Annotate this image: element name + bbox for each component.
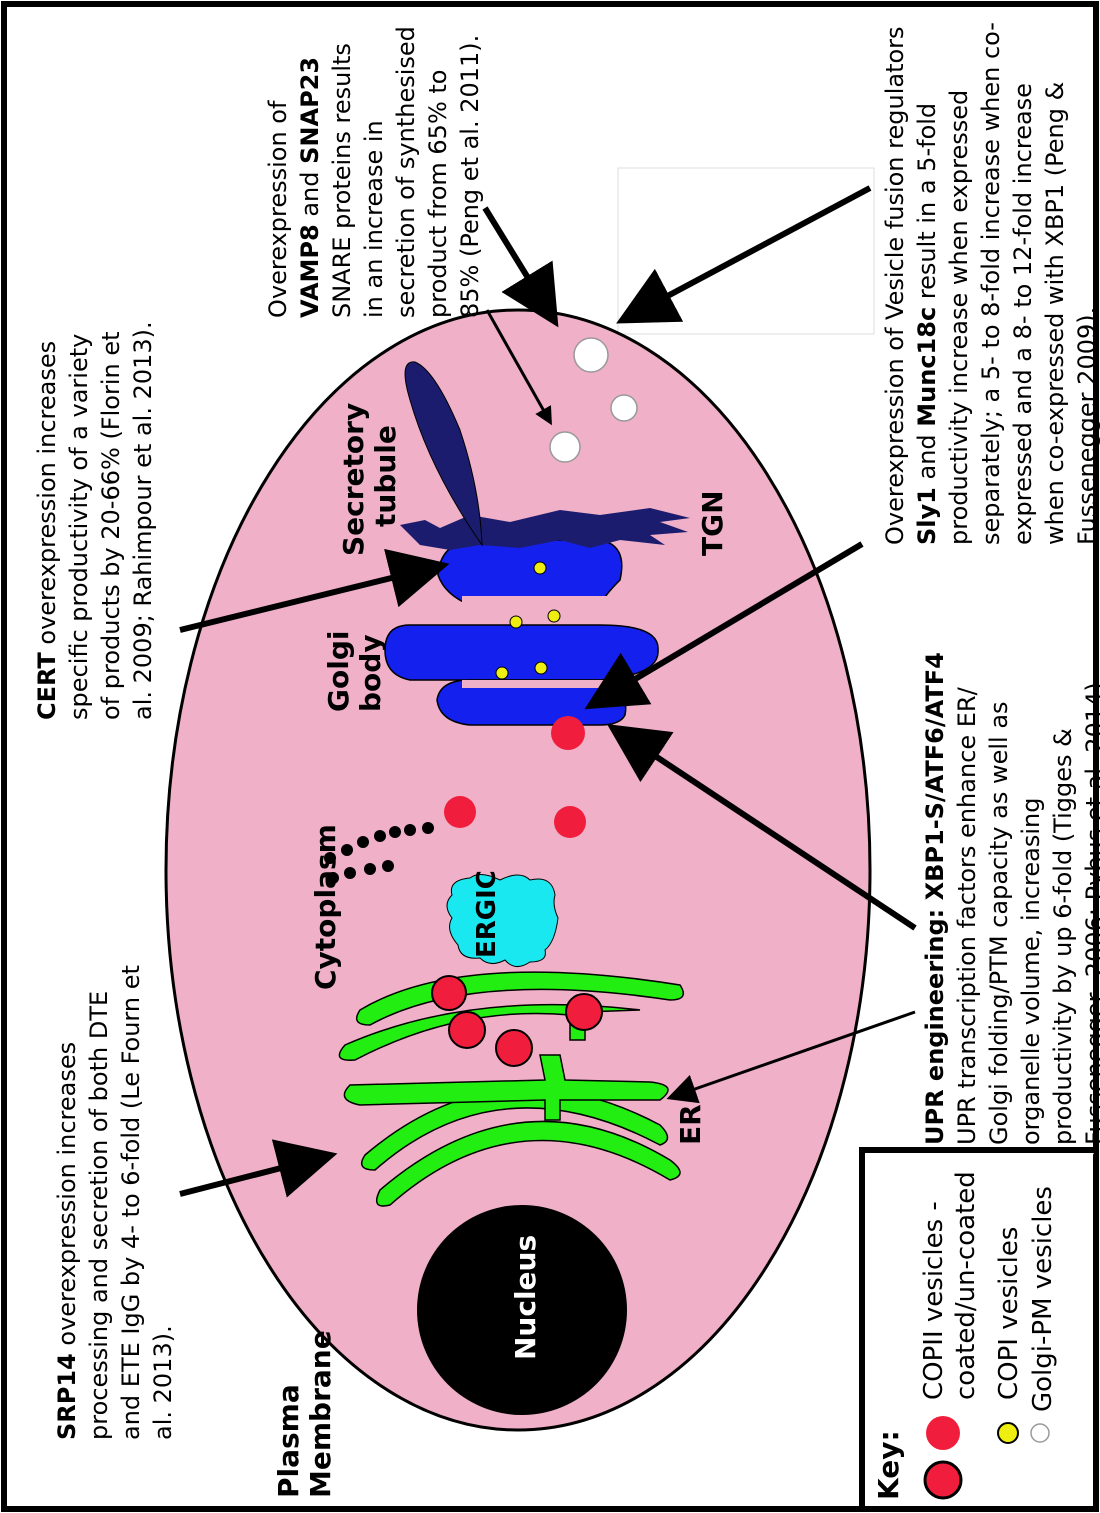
svg-text:Golgi folding/PTM capacity as: Golgi folding/PTM capacity as well as — [985, 701, 1013, 1145]
svg-text:productivity by up 6-fold (Tig: productivity by up 6-fold (Tigges & — [1049, 728, 1077, 1145]
svg-text:CERT overexpression increases: CERT overexpression increases — [33, 341, 61, 720]
key-swatch-golgi-pm — [1031, 1424, 1049, 1442]
svg-text:Overexpression of: Overexpression of — [264, 100, 292, 318]
svg-text:product from 65% to: product from 65% to — [424, 70, 452, 318]
annotation-cert: CERT overexpression increases specific p… — [33, 321, 157, 720]
svg-text:of products by 20-66% (Florin: of products by 20-66% (Florin et — [97, 331, 125, 720]
label-nucleus: Nucleus — [509, 1235, 542, 1360]
annotation-upr: UPR engineering: XBP1-S/ATF6/ATF4 UPR tr… — [921, 652, 1100, 1145]
key-swatch-copii-coated — [925, 1462, 961, 1498]
arrow-sly1-top — [632, 188, 870, 315]
svg-text:secretion of synthesised: secretion of synthesised — [392, 26, 420, 318]
key-title: Key: — [872, 1430, 905, 1500]
key-box: Key: COPII vesicles - coated/un-coated C… — [862, 1150, 1096, 1509]
label-ergic: ERGIC — [472, 870, 502, 958]
svg-text:productivity increase when exp: productivity increase when expressed — [945, 90, 973, 545]
label-tgn: TGN — [696, 490, 729, 556]
svg-text:VAMP8 and SNAP23: VAMP8 and SNAP23 — [296, 57, 324, 318]
svg-text:al. 2013).: al. 2013). — [149, 1325, 177, 1440]
golgi-gap-2 — [462, 680, 612, 688]
ergic-organelle — [447, 874, 558, 966]
svg-text:and ETE IgG by 4- to 6-fold (L: and ETE IgG by 4- to 6-fold (Le Fourn et — [117, 965, 145, 1440]
svg-text:specific productivity of a var: specific productivity of a variety — [65, 334, 93, 720]
label-plasma-membrane-2: Membrane — [304, 1330, 337, 1498]
annotation-srp14: SRP14 overexpression increases processin… — [53, 965, 177, 1440]
svg-text:expressed and a 8- to 12-fold: expressed and a 8- to 12-fold increase — [1009, 83, 1037, 545]
key-label-copii-1: COPII vesicles - — [919, 1201, 949, 1400]
svg-text:when co-expressed with XBP1 (P: when co-expressed with XBP1 (Peng & — [1041, 82, 1069, 545]
annotation-sly1: Overexpression of Vesicle fusion regulat… — [881, 22, 1100, 545]
golgi-gap-1 — [462, 596, 612, 610]
svg-text:Fussenegger, 2006; Pybus et al: Fussenegger, 2006; Pybus et al. 2014). — [1081, 675, 1100, 1145]
svg-text:separately; a 5- to 8-fold inc: separately; a 5- to 8-fold increase when… — [977, 22, 1005, 545]
svg-text:Sly1 and Munc18c result in a 5: Sly1 and Munc18c result in a 5-fold — [913, 103, 941, 545]
label-er: ER — [674, 1104, 707, 1145]
label-secretory-1: Secretory — [337, 403, 370, 556]
label-golgi-2: body — [354, 634, 387, 712]
svg-text:SNARE proteins results: SNARE proteins results — [328, 43, 356, 318]
svg-text:UPR engineering: XBP1-S/ATF6/A: UPR engineering: XBP1-S/ATF6/ATF4 — [921, 652, 949, 1145]
label-secretory-2: tubule — [369, 425, 402, 527]
key-swatch-copii-uncoated — [926, 1416, 960, 1450]
label-plasma-membrane-1: Plasma — [272, 1384, 305, 1498]
key-swatch-copi — [998, 1423, 1018, 1443]
svg-text:al. 2009; Rahimpour et al. 201: al. 2009; Rahimpour et al. 2013). — [129, 321, 157, 720]
svg-text:Fussenegger 2009).: Fussenegger 2009). — [1073, 307, 1100, 545]
svg-text:UPR transcription factors enha: UPR transcription factors enhance ER/ — [953, 686, 981, 1145]
svg-text:85% (Peng et al. 2011).: 85% (Peng et al. 2011). — [456, 35, 484, 318]
svg-text:Overexpression of Vesicle fusi: Overexpression of Vesicle fusion regulat… — [881, 26, 909, 545]
svg-text:organelle volume, increasing: organelle volume, increasing — [1017, 798, 1045, 1145]
svg-text:SRP14 overexpression increases: SRP14 overexpression increases — [53, 1042, 81, 1440]
label-golgi-1: Golgi — [322, 631, 355, 712]
arrow-vamp8-1 — [485, 208, 549, 312]
label-cytoplasm: Cytoplasm — [309, 824, 342, 990]
key-label-copii-2: coated/un-coated — [951, 1171, 981, 1400]
key-label-golgi-pm: Golgi-PM vesicles — [1028, 1186, 1058, 1412]
svg-text:in an increase in: in an increase in — [360, 120, 388, 318]
svg-text:processing and secretion of bo: processing and secretion of both DTE — [85, 991, 113, 1440]
annotation-vamp8: Overexpression of VAMP8 and SNAP23 SNARE… — [264, 26, 484, 318]
key-label-copi: COPI vesicles — [994, 1227, 1024, 1400]
